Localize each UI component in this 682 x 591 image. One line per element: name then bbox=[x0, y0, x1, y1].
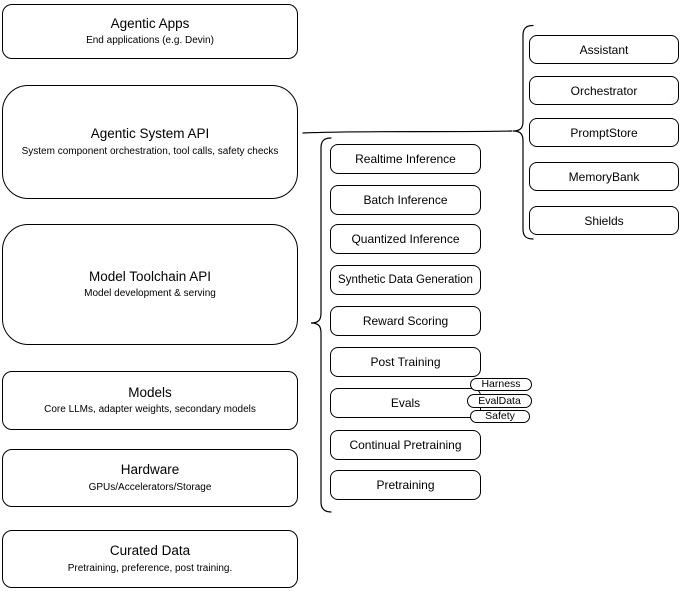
node-subtitle: Core LLMs, adapter weights, secondary mo… bbox=[44, 404, 256, 416]
system-item-promptstore: PromptStore bbox=[529, 118, 679, 147]
toolchain-item-synthetic-data-generation: Synthetic Data Generation bbox=[330, 265, 481, 295]
toolchain-item-evals: Evals bbox=[330, 388, 481, 418]
node-model-toolchain-api: Model Toolchain API Model development & … bbox=[2, 224, 298, 345]
node-subtitle: System component orchestration, tool cal… bbox=[21, 145, 279, 157]
node-agentic-system-api: Agentic System API System component orch… bbox=[2, 85, 298, 199]
toolchain-item-batch-inference: Batch Inference bbox=[330, 185, 481, 215]
system-item-assistant: Assistant bbox=[529, 35, 679, 64]
system-group-brace bbox=[512, 24, 534, 240]
toolchain-item-pretraining: Pretraining bbox=[330, 470, 481, 500]
node-curated-data: Curated Data Pretraining, preference, po… bbox=[2, 530, 298, 588]
evals-tag-evaldata: EvalData bbox=[467, 394, 532, 408]
node-title: Agentic Apps bbox=[110, 15, 190, 31]
node-title: Curated Data bbox=[109, 543, 191, 559]
node-subtitle: Pretraining, preference, post training. bbox=[67, 562, 233, 574]
toolchain-item-realtime-inference: Realtime Inference bbox=[330, 144, 481, 174]
node-title: Model Toolchain API bbox=[88, 268, 212, 284]
node-title: Hardware bbox=[120, 462, 180, 478]
node-title: Agentic System API bbox=[90, 126, 210, 142]
node-title: Models bbox=[128, 384, 172, 400]
system-api-connector-line bbox=[302, 130, 513, 134]
system-item-shields: Shields bbox=[529, 206, 679, 235]
node-hardware: Hardware GPUs/Accelerators/Storage bbox=[2, 449, 298, 507]
node-subtitle: GPUs/Accelerators/Storage bbox=[88, 481, 212, 493]
system-item-orchestrator: Orchestrator bbox=[529, 76, 679, 105]
evals-tag-safety: Safety bbox=[470, 409, 530, 423]
system-item-memorybank: MemoryBank bbox=[529, 162, 679, 191]
toolchain-item-continual-pretraining: Continual Pretraining bbox=[330, 430, 481, 460]
toolchain-item-reward-scoring: Reward Scoring bbox=[330, 306, 481, 336]
node-agentic-apps: Agentic Apps End applications (e.g. Devi… bbox=[2, 4, 298, 59]
toolchain-group-brace bbox=[310, 137, 332, 513]
node-subtitle: End applications (e.g. Devin) bbox=[86, 35, 214, 47]
evals-tag-harness: Harness bbox=[470, 377, 532, 391]
toolchain-item-quantized-inference: Quantized Inference bbox=[330, 224, 481, 254]
toolchain-item-post-training: Post Training bbox=[330, 347, 481, 377]
node-models: Models Core LLMs, adapter weights, secon… bbox=[2, 371, 298, 430]
node-subtitle: Model development & serving bbox=[84, 288, 216, 300]
